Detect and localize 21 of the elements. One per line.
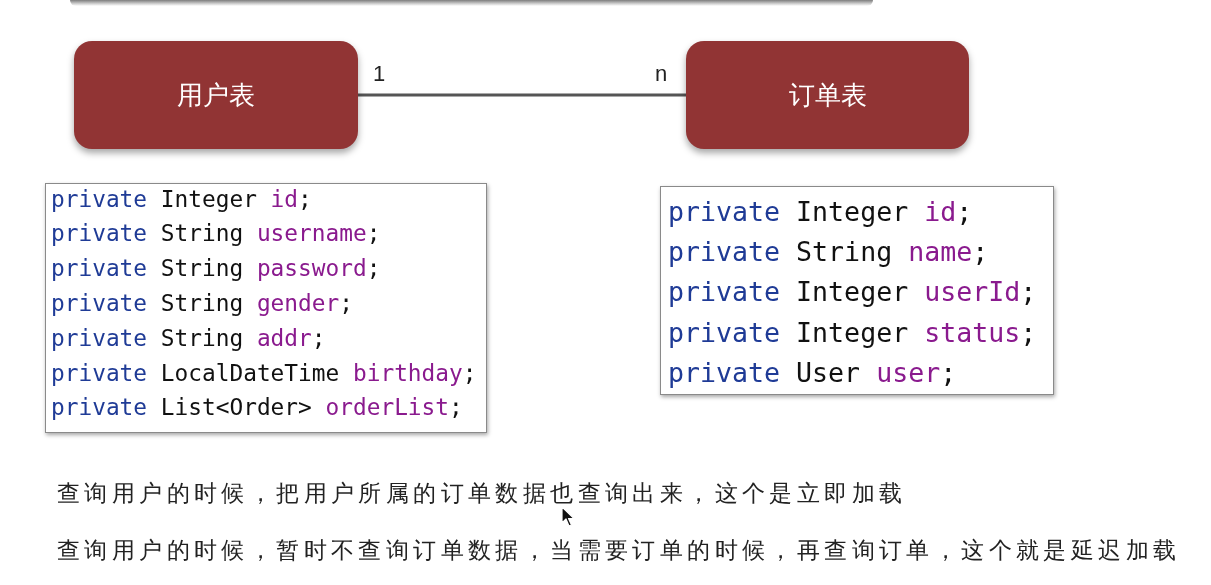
code-line: private String name; — [668, 236, 989, 269]
note-text: 查询用户的时候，暂时不查询订单数据，当需要订单的时候，再查询订单，这个就是延迟加载 — [57, 536, 1181, 565]
multiplicity-label: n — [655, 61, 668, 87]
code-line: private Integer id; — [668, 196, 973, 228]
code-line: private Integer status; — [668, 316, 1037, 349]
connector-line — [358, 93, 686, 97]
code-line: private String gender; — [51, 289, 353, 317]
code-panel — [660, 186, 1054, 395]
entity-box: 用户表 — [74, 41, 358, 149]
code-line: private LocalDateTime birthday; — [51, 359, 477, 387]
code-line: private List<Order> orderList; — [51, 394, 463, 422]
code-line: private User user; — [668, 356, 957, 389]
multiplicity-label: 1 — [373, 61, 386, 87]
code-line: private String addr; — [51, 324, 326, 352]
code-line: private String password; — [51, 255, 381, 283]
note-text: 查询用户的时候，把用户所属的订单数据也查询出来，这个是立即加载 — [57, 479, 907, 508]
code-line: private Integer id; — [51, 185, 312, 213]
code-line: private String username; — [51, 220, 381, 248]
entity-box: 订单表 — [686, 41, 969, 149]
code-line: private Integer userId; — [668, 276, 1037, 309]
code-panel — [45, 183, 487, 433]
